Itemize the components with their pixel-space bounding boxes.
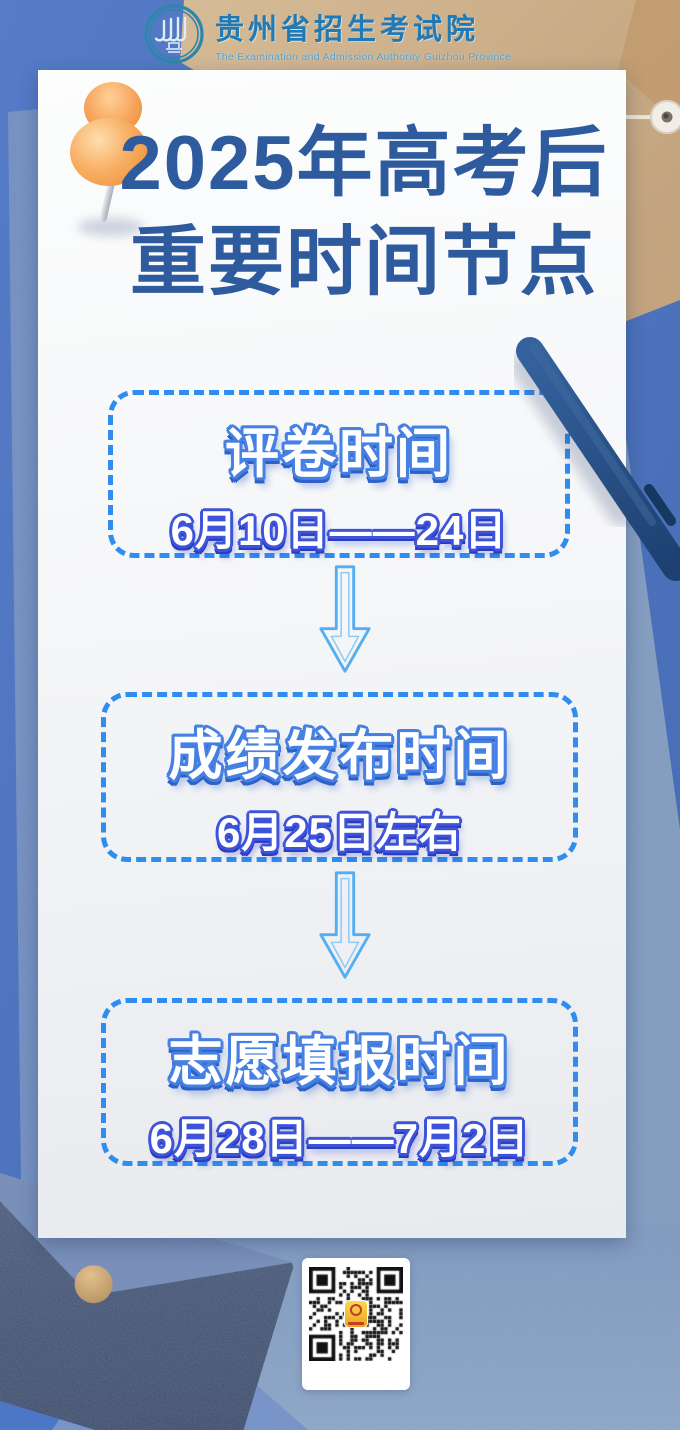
- paper-card: 2025年高考后 重要时间节点 评卷时间 6月10日——24日 成绩发布时间 6…: [38, 70, 626, 1238]
- box-date: 6月25日左右: [216, 809, 463, 856]
- down-arrow-icon: [319, 565, 371, 673]
- logo-glyph: [154, 16, 187, 42]
- logo-building: [166, 42, 182, 53]
- gold-clasp: [74, 1265, 113, 1304]
- org-logo: [144, 4, 204, 64]
- timeline-box-score-release: 成绩发布时间 6月25日左右: [101, 692, 578, 862]
- box-label: 志愿填报时间: [168, 1032, 511, 1092]
- box-date: 6月10日——24日: [170, 507, 508, 554]
- qr-panel: [302, 1258, 410, 1390]
- qr-center-logo: [344, 1300, 368, 1328]
- poster-title-line1: 2025年高考后: [119, 121, 609, 206]
- down-arrow-icon: [319, 871, 371, 979]
- poster-title: 2025年高考后 重要时间节点: [38, 114, 626, 312]
- timeline-box-application: 志愿填报时间 6月28日——7月2日: [101, 998, 578, 1166]
- pushpin-icon: [62, 82, 162, 257]
- box-label: 评卷时间: [225, 424, 453, 484]
- envelope-fold: [618, 0, 680, 128]
- org-name-en: The Examination and Admission Authority …: [215, 51, 512, 63]
- pushpin-head: [70, 118, 148, 186]
- timeline-box-grading: 评卷时间 6月10日——24日: [108, 390, 570, 558]
- box-date: 6月28日——7月2日: [149, 1115, 530, 1162]
- poster-title-line2: 重要时间节点: [130, 220, 598, 305]
- right-paper-wedge: [622, 408, 680, 1245]
- org-name: 贵州省招生考试院: [215, 14, 480, 46]
- box-label: 成绩发布时间: [168, 726, 511, 786]
